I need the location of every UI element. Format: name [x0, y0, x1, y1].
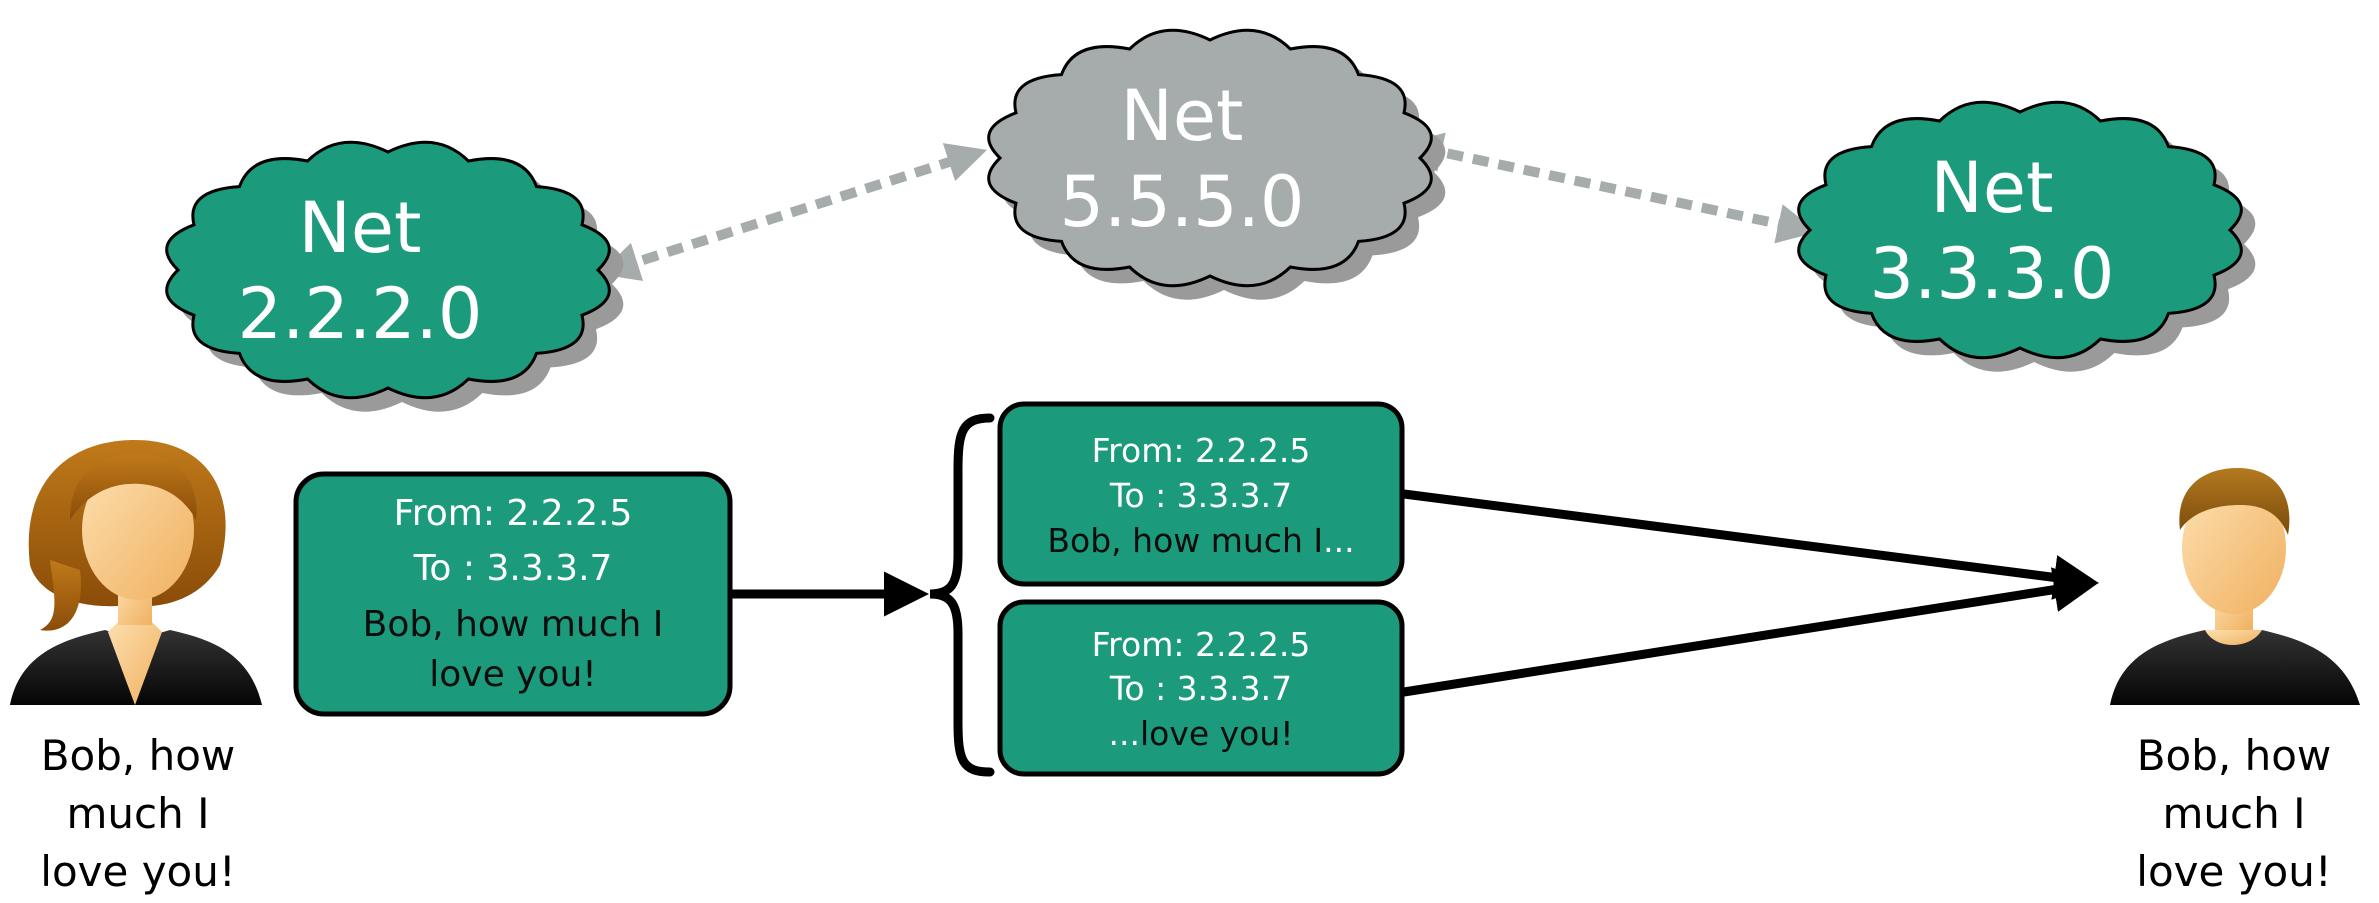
fragment-1-ellipsis: ...	[1323, 521, 1354, 560]
receiver-caption-line-3: love you!	[2136, 847, 2331, 896]
original-packet: From: 2.2.2.5 To : 3.3.3.7 Bob, how much…	[293, 471, 733, 717]
original-packet-to: To : 3.3.3.7	[413, 548, 613, 589]
cloud-label-address: 5.5.5.0	[1060, 161, 1305, 243]
sender-caption-line-3: love you!	[40, 847, 235, 896]
cloud-shape	[165, 140, 611, 400]
fragment-2-ellipsis: ...	[1108, 714, 1139, 753]
cloud-shape	[987, 28, 1433, 288]
fragment-1-body-line: Bob, how much I...	[1047, 521, 1354, 560]
fragment-2-body: love you!	[1140, 714, 1294, 753]
man-user-icon	[2110, 468, 2360, 705]
fragment-2-to: To : 3.3.3.7	[1109, 669, 1292, 708]
receiver-caption-line-1: Bob, how	[2137, 731, 2332, 780]
fragment-1-to: To : 3.3.3.7	[1109, 476, 1292, 515]
cloud-label-address: 2.2.2.0	[238, 273, 483, 355]
link-arrow-net2-net5	[598, 143, 988, 281]
cloud-label-net: Net	[299, 187, 422, 269]
receiver-caption: Bob, how much I love you!	[2136, 731, 2331, 896]
cloud-shape	[1797, 100, 2243, 360]
receiver-caption-line-2: much I	[2163, 789, 2306, 838]
cloud-label-net: Net	[1121, 75, 1244, 157]
fragment-packet-1: From: 2.2.2.5 To : 3.3.3.7 Bob, how much…	[997, 401, 1405, 587]
sender-caption-line-1: Bob, how	[41, 731, 236, 780]
fragment-1-body: Bob, how much I	[1047, 521, 1323, 560]
fragments-brace	[929, 413, 995, 777]
cloud-label-address: 3.3.3.0	[1870, 233, 2115, 315]
fragment-packet-2: From: 2.2.2.5 To : 3.3.3.7 ...love you!	[997, 599, 1405, 777]
woman-user-icon	[10, 440, 262, 705]
link-arrow-net5-net3	[1402, 132, 1818, 244]
original-packet-from: From: 2.2.2.5	[394, 493, 633, 534]
sender-caption-line-2: much I	[67, 789, 210, 838]
delivery-arrow-2	[1403, 567, 2099, 697]
original-packet-body-line-2: love you!	[429, 654, 597, 695]
sender-caption: Bob, how much I love you!	[40, 731, 235, 896]
fragment-1-from: From: 2.2.2.5	[1092, 431, 1311, 470]
original-packet-body-line-1: Bob, how much I	[363, 604, 664, 645]
fragment-2-from: From: 2.2.2.5	[1092, 625, 1311, 664]
delivery-arrow-1	[1403, 489, 2099, 600]
fragment-2-body-line: ...love you!	[1108, 714, 1293, 753]
cloud-label-net: Net	[1931, 147, 2054, 229]
